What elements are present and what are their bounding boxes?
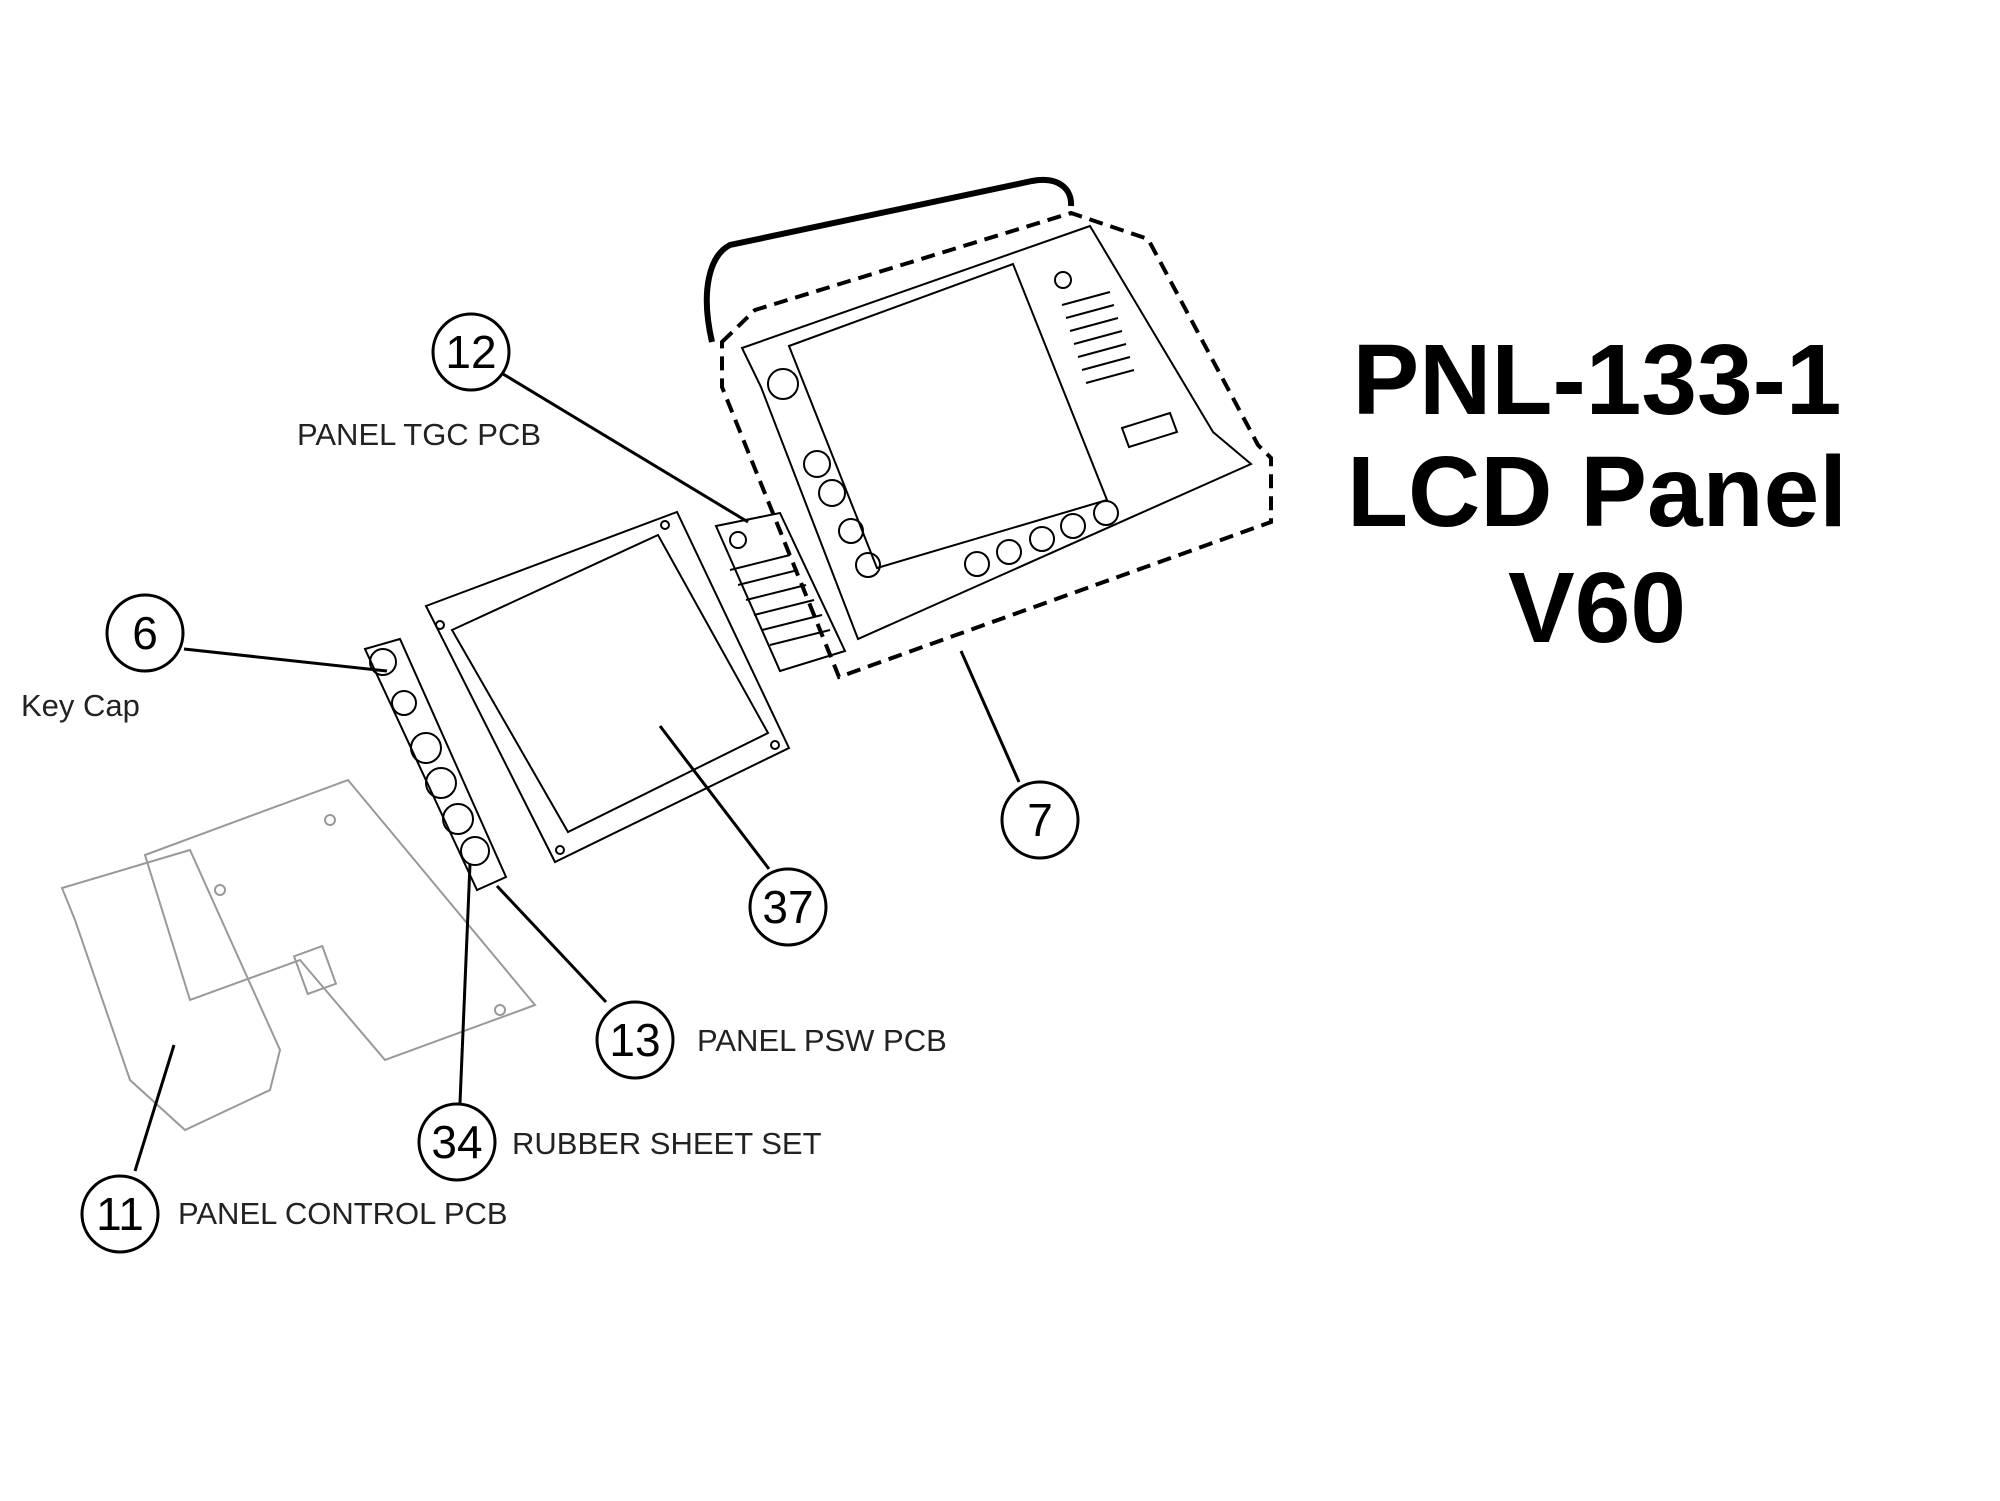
callout-34: 34 xyxy=(431,1116,483,1168)
panel-control-pcb-drawing xyxy=(60,778,537,1132)
lcd-module-drawing xyxy=(424,510,791,864)
callout-13: 13 xyxy=(609,1014,661,1066)
label-panel-psw-pcb: PANEL PSW PCB xyxy=(697,1023,947,1058)
callout-11: 11 xyxy=(96,1188,144,1240)
title-part-number: PNL-133-1 xyxy=(1352,324,1842,436)
leader-lines xyxy=(133,372,1021,1172)
callout-7: 7 xyxy=(1027,794,1053,846)
callout-37: 37 xyxy=(762,881,814,933)
key-cap-strip-drawing xyxy=(363,637,508,892)
front-panel-assembly-drawing xyxy=(703,176,1273,680)
label-rubber-sheet-set: RUBBER SHEET SET xyxy=(512,1126,822,1161)
label-panel-control-pcb: PANEL CONTROL PCB xyxy=(178,1196,508,1231)
label-key-cap: Key Cap xyxy=(21,688,140,723)
callout-circles xyxy=(80,312,1080,1254)
label-panel-tgc-pcb: PANEL TGC PCB xyxy=(297,417,542,452)
title-model: V60 xyxy=(1508,552,1686,664)
title-description: LCD Panel xyxy=(1346,436,1848,548)
callout-6: 6 xyxy=(132,607,158,659)
callout-12: 12 xyxy=(445,326,497,378)
